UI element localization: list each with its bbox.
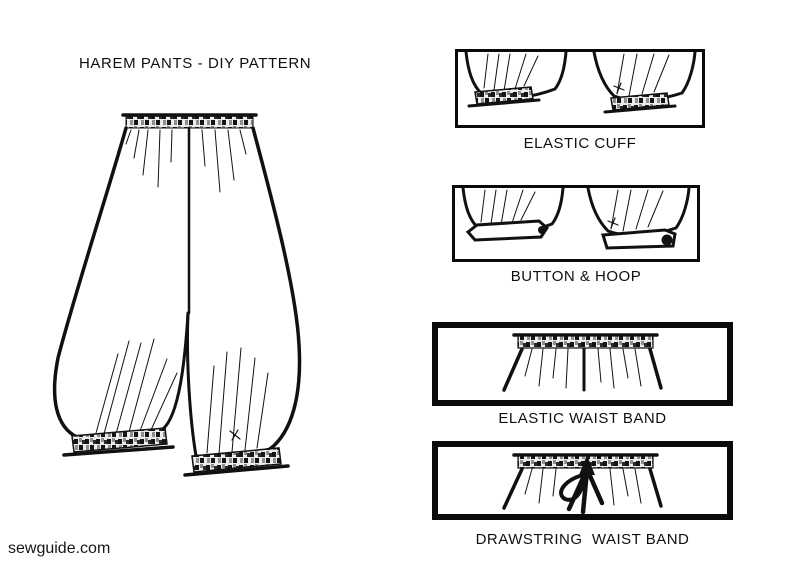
harem-pants-illustration — [52, 113, 302, 477]
elastic-cuff-panel — [455, 49, 705, 128]
button-hoop-label: BUTTON & HOOP — [510, 268, 642, 285]
elastic-waistband-illustration — [502, 333, 663, 392]
elastic-waistband-label: ELASTIC WAIST BAND — [498, 410, 667, 427]
button-hoop-illustration — [461, 188, 691, 250]
elastic-cuff-illustration — [464, 52, 697, 114]
drawstring-waistband-illustration — [502, 453, 663, 514]
drawstring-waistband-label: DRAWSTRING WAIST BAND — [475, 531, 690, 548]
elastic-waistband-panel — [432, 322, 733, 406]
button-hoop-panel — [452, 185, 700, 262]
drawstring-waistband-panel — [432, 441, 733, 520]
elastic-cuff-label: ELASTIC CUFF — [523, 135, 637, 152]
watermark-text: sewguide.com — [8, 540, 111, 557]
page-title: HAREM PANTS - DIY PATTERN — [79, 55, 312, 72]
